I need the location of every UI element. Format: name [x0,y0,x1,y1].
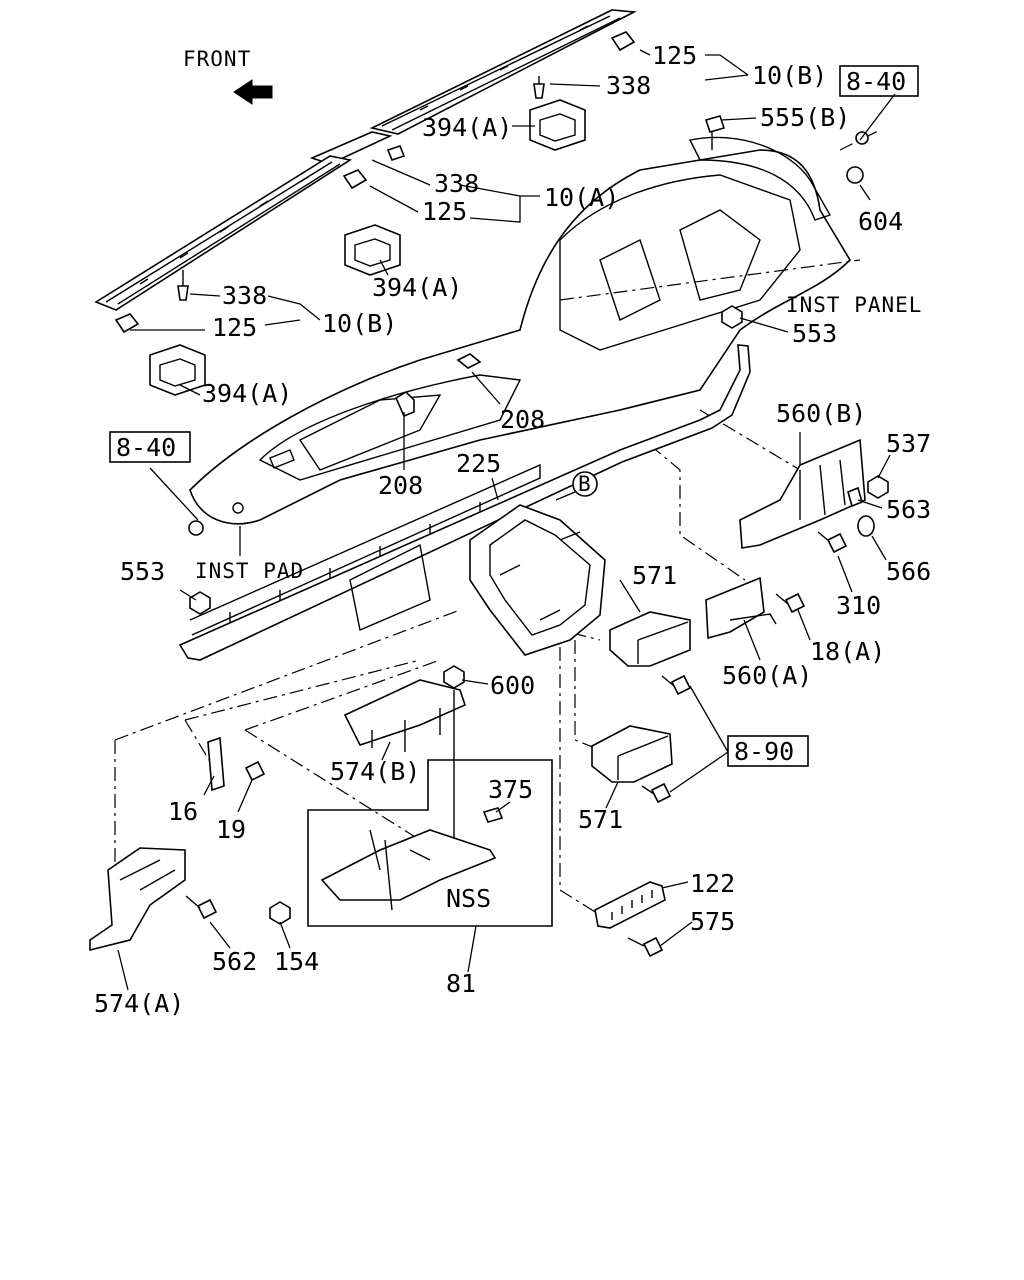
callout-310: 310 [836,591,881,620]
callout-338-mid: 338 [434,169,479,198]
defroster-nozzle-10b-lower [94,155,353,311]
defroster-nozzle-10b-upper [369,9,637,135]
bolt-310 [817,531,848,554]
callout-563: 563 [886,495,931,524]
switch-panel-122 [594,881,666,929]
bolt-555b [704,115,726,150]
callout-18a: 18(A) [810,637,885,666]
nss-label: NSS [446,884,491,913]
instrument-pad [189,136,852,525]
pocket-571-bot [591,725,673,783]
callout-560b: 560(B) [776,399,866,428]
bracket-16 [207,736,225,792]
callout-571-bot: 571 [578,805,623,834]
callout-19: 19 [216,815,246,844]
steering-bracket [469,504,606,656]
callout-208-right: 208 [500,405,545,434]
callout-375: 375 [488,775,533,804]
bracket-574b [343,679,466,752]
bolt-562 [185,895,218,920]
callout-225: 225 [456,449,501,478]
front-label: FRONT [183,47,251,71]
callout-154: 154 [274,947,319,976]
inst-pad-label: INST PAD [195,559,304,583]
callout-394a-mid: 394(A) [372,273,462,302]
ref-8-40-top-text: 8-40 [846,67,906,96]
clip-394a-low [149,344,206,396]
group-box-81 [307,759,553,927]
callout-125-mid: 125 [422,197,467,226]
clip-394a-mid [344,224,401,276]
callout-10b-low: 10(B) [322,309,397,338]
callout-125-low: 125 [212,313,257,342]
ref-box-8-40-top[interactable] [839,65,919,97]
callout-553-right: 553 [792,319,837,348]
callout-574b: 574(B) [330,757,420,786]
callout-394a-top: 394(A) [422,113,512,142]
cross-member [178,344,751,661]
callout-574a: 574(A) [94,989,184,1018]
callout-125-top: 125 [652,41,697,70]
clip-125-mid [342,169,368,190]
bracket-560a [705,576,777,640]
bolt-19 [244,760,266,782]
callout-10b-top: 10(B) [752,61,827,90]
callout-604: 604 [858,207,903,236]
callout-537: 537 [886,429,931,458]
clip-208-right [456,353,482,369]
nut-553-left [189,591,211,615]
callout-10a: 10(A) [544,183,619,212]
callout-16: 16 [168,797,198,826]
inst-panel-label: INST PANEL [786,293,922,317]
clip-208-left [394,390,415,418]
clip-8-40-left [188,520,204,536]
callout-394a-low: 394(A) [202,379,292,408]
front-arrow-icon [233,79,273,105]
callout-566: 566 [886,557,931,586]
screw-338-low [177,270,189,301]
bolt-8-90-lower [641,782,672,804]
callout-555b: 555(B) [760,103,850,132]
ref-marker-b-label: B [578,472,592,496]
nut-154 [269,901,291,925]
clip-394a-upper [529,99,586,151]
callout-560a: 560(A) [722,661,812,690]
callout-338-low: 338 [222,281,267,310]
ref-box-8-40-left[interactable] [109,431,191,463]
screw-338-mid [386,145,406,161]
callout-600: 600 [490,671,535,700]
clip-604 [846,131,869,184]
nss-bracket [320,829,497,911]
callout-553-left: 553 [120,557,165,586]
clip-125-low [114,313,140,334]
nut-537 [867,475,889,499]
ref-8-90-text: 8-90 [734,737,794,766]
callout-122: 122 [690,869,735,898]
ref-marker-b [572,471,598,497]
bolt-8-90-upper [661,674,692,696]
callout-575: 575 [690,907,735,936]
callout-81: 81 [446,969,476,998]
callout-208-left: 208 [378,471,423,500]
ref-8-40-left-text: 8-40 [116,433,176,462]
nut-553-right [721,305,743,329]
nut-600 [443,665,465,850]
bracket-574a [89,847,186,952]
pocket-571-top [609,611,691,667]
ring-566 [857,515,875,537]
bolt-18a [775,592,806,614]
bolt-575 [627,936,664,958]
screw-338-top [533,76,545,99]
ref-box-8-90[interactable] [727,735,809,767]
callout-571-top: 571 [632,561,677,590]
bracket-560b [739,438,866,549]
clip-125-top [610,31,636,52]
callout-338-top: 338 [606,71,651,100]
callout-562: 562 [212,947,257,976]
